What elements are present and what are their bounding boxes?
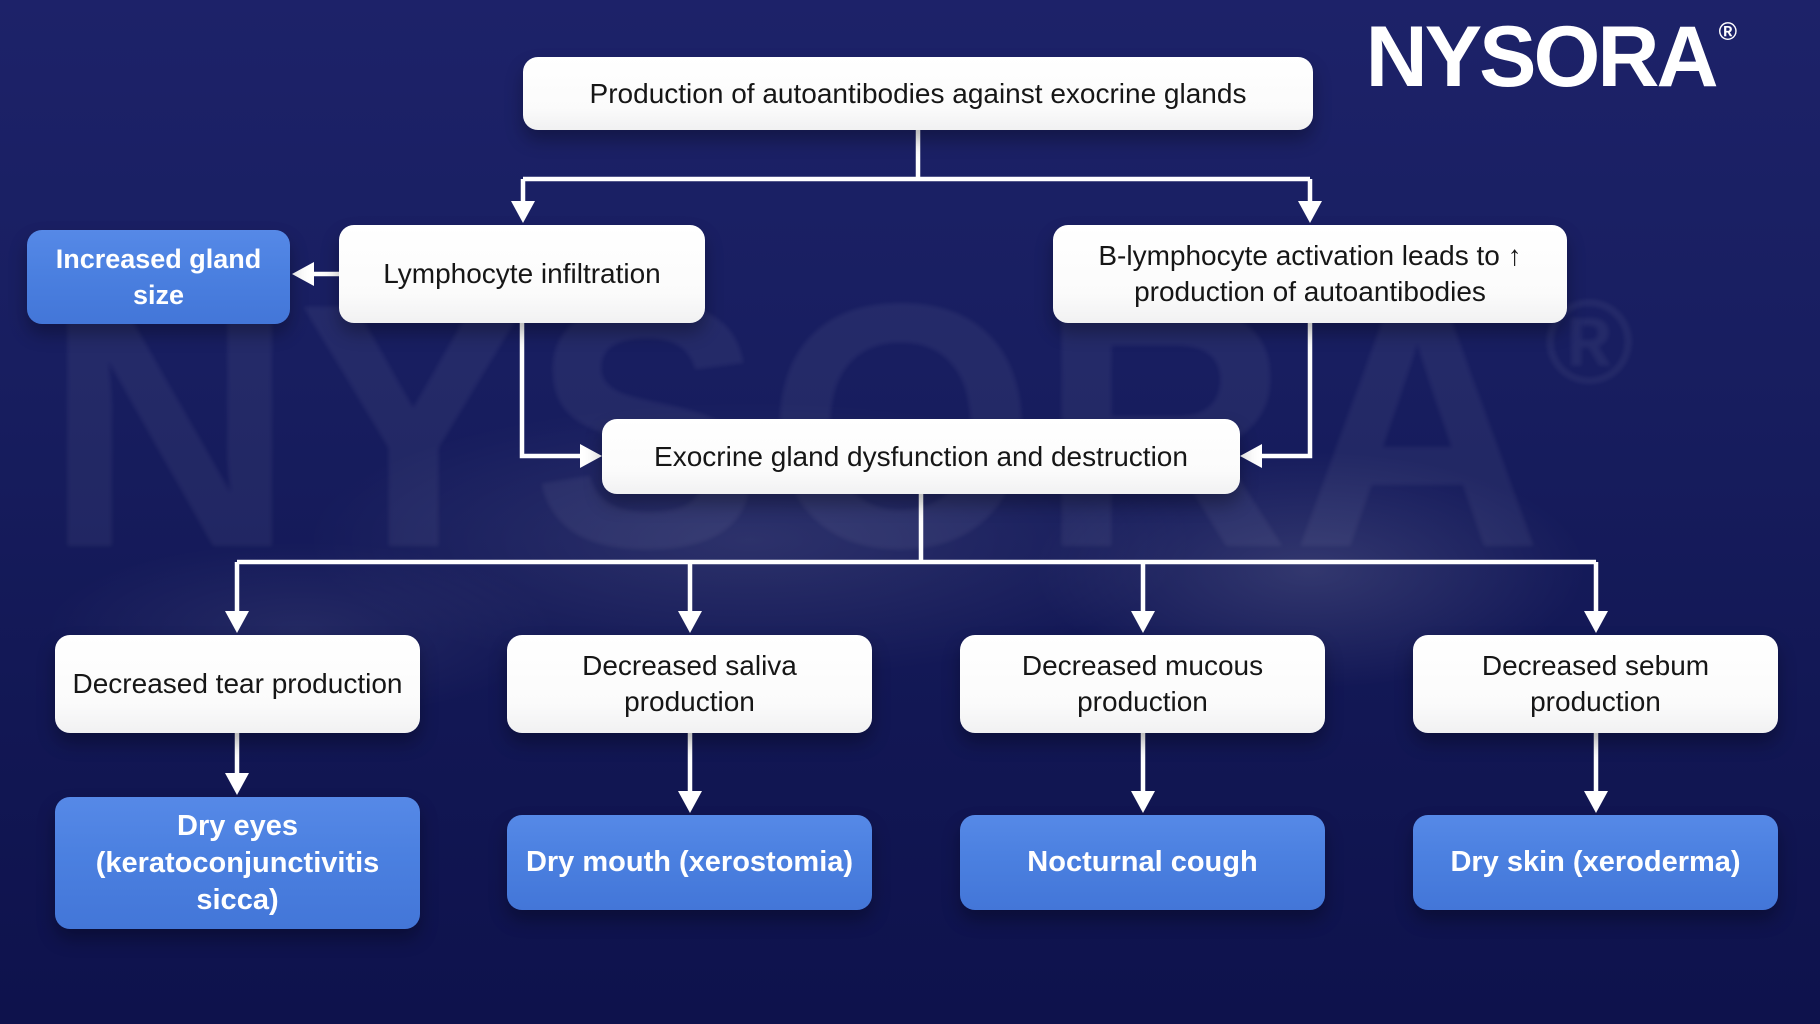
arrow-exocrine-to-branches: [225, 494, 1608, 633]
node-dry-mouth-label: Dry mouth (xerostomia): [525, 846, 854, 878]
node-production-of-autoantibodies: Production of autoantibodies against exo…: [523, 57, 1313, 130]
node-lymphocyte-infiltration: Lymphocyte infiltration: [339, 225, 705, 323]
node-dry-eyes: Dry eyes (keratoconjunctivitis sicca): [55, 797, 420, 929]
arrow-blymphocyte-to-exocrine: [1240, 323, 1313, 468]
node-decreased-sebum-production: Decreased sebum production: [1413, 635, 1778, 733]
arrow-lymphocyte-to-exocrine: [519, 323, 602, 468]
node-decreased-saliva-production-label: Decreased saliva production: [582, 650, 797, 717]
node-decreased-tear-production: Decreased tear production: [55, 635, 420, 733]
arrow-lymphocyte-to-gland-size: [292, 262, 339, 286]
node-increased-gland-size-label: Increased gland size: [55, 244, 262, 310]
node-exocrine-gland-dysfunction: Exocrine gland dysfunction and destructi…: [602, 419, 1240, 494]
arrow-mucous-to-nocturnal-cough: [1131, 733, 1155, 813]
arrow-tear-to-dry-eyes: [225, 733, 249, 795]
node-decreased-saliva-production: Decreased saliva production: [507, 635, 872, 733]
node-nocturnal-cough: Nocturnal cough: [960, 815, 1325, 910]
node-lymphocyte-infiltration-label: Lymphocyte infiltration: [383, 258, 661, 289]
node-dry-mouth: Dry mouth (xerostomia): [507, 815, 872, 910]
node-dry-skin-label: Dry skin (xeroderma): [1450, 846, 1741, 878]
node-b-lymphocyte-activation: B-lymphocyte activation leads to ↑ produ…: [1053, 225, 1567, 323]
node-decreased-sebum-production-label: Decreased sebum production: [1481, 650, 1710, 717]
node-b-lymphocyte-activation-label: B-lymphocyte activation leads to ↑ produ…: [1098, 240, 1522, 307]
node-decreased-mucous-production: Decreased mucous production: [960, 635, 1325, 733]
node-decreased-mucous-production-label: Decreased mucous production: [1021, 650, 1264, 717]
node-exocrine-gland-dysfunction-label: Exocrine gland dysfunction and destructi…: [654, 440, 1188, 472]
node-increased-gland-size: Increased gland size: [27, 230, 290, 324]
registered-mark: ®: [1718, 18, 1737, 46]
node-dry-eyes-label: Dry eyes (keratoconjunctivitis sicca): [95, 809, 380, 916]
node-production-label: Production of autoantibodies against exo…: [589, 77, 1247, 109]
arrow-sebum-to-dry-skin: [1584, 733, 1608, 813]
node-dry-skin: Dry skin (xeroderma): [1413, 815, 1778, 910]
logo-text: NYSORA: [1365, 9, 1719, 105]
node-nocturnal-cough-label: Nocturnal cough: [1027, 846, 1258, 878]
arrow-production-to-branches: [511, 130, 1322, 223]
arrow-saliva-to-dry-mouth: [678, 733, 702, 813]
nysora-logo: NYSORA®: [1366, 14, 1737, 100]
node-decreased-tear-production-label: Decreased tear production: [72, 668, 403, 699]
